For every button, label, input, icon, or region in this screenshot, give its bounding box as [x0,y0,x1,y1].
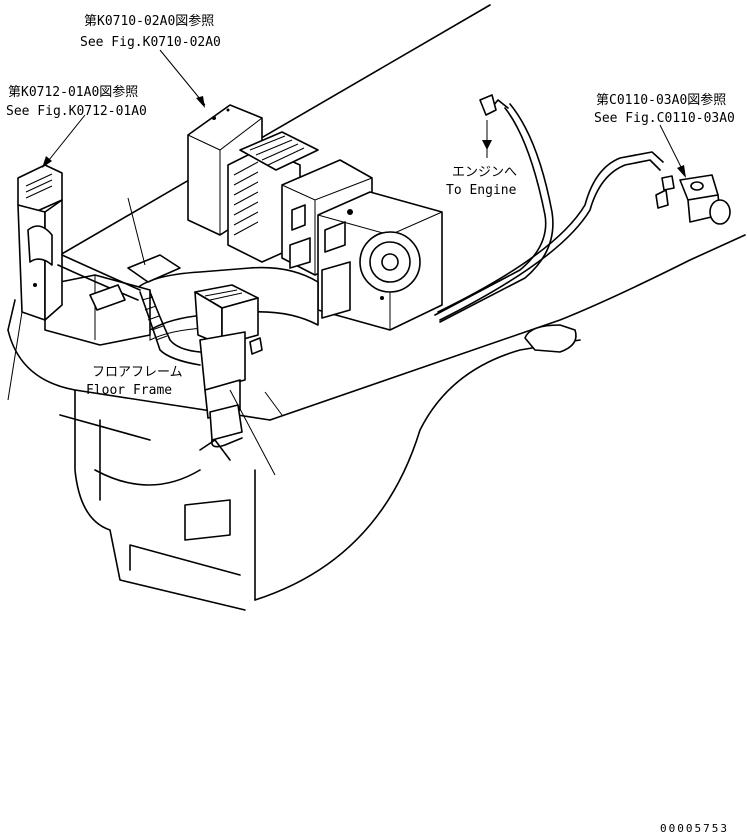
floor-frame-label-jp: フロアフレーム [92,365,183,380]
center-air-vent [194,284,276,476]
callout-k0712-en: See Fig.K0712-01A0 [6,104,147,119]
callout-c0110-jp: 第C0110-03A0図参照 [596,92,726,108]
floor-frame-label-en: Floor Frame [86,383,172,398]
left-air-vent [7,164,63,401]
air-conditioner-unit [187,104,443,331]
floor-frame-outline [7,4,746,611]
drawing-number: 00005753 [660,822,729,835]
flexible-hose [57,254,201,366]
engine-label-en: To Engine [446,183,517,198]
callout-k0712-jp: 第K0712-01A0図参照 [8,84,138,100]
callout-k0710-jp: 第K0710-02A0図参照 [84,13,214,29]
main-air-duct [44,266,319,346]
leader-lines [42,49,686,416]
callout-c0110-en: See Fig.C0110-03A0 [594,111,735,126]
floor-pad [524,324,577,353]
engine-label-jp: エンジンへ [452,165,517,180]
callout-k0710-en: See Fig.K0710-02A0 [80,35,221,50]
engine-hose-assembly [434,94,731,323]
